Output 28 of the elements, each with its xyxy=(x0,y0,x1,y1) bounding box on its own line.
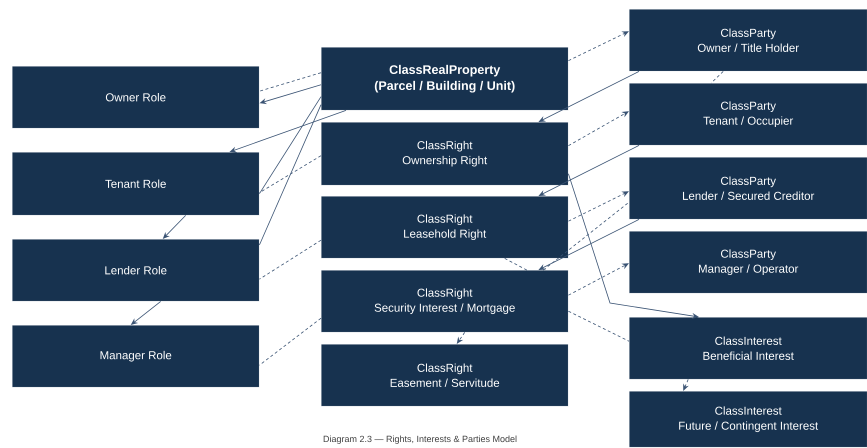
class-box: ClassRight Easement / Servitude xyxy=(321,344,568,406)
class-box: ClassRight Leasehold Right xyxy=(321,196,568,258)
dashed-connector xyxy=(259,240,322,280)
connector xyxy=(259,96,322,194)
class-box: ClassParty Owner / Title Holder xyxy=(629,9,867,72)
class-box: ClassRealProperty (Parcel / Building / Unit) xyxy=(321,47,568,110)
class-box: ClassRight Security Interest / Mortgage xyxy=(321,270,568,332)
dashed-connector xyxy=(504,258,528,270)
class-box: Manager Role xyxy=(12,325,260,388)
dashed-connector xyxy=(568,310,630,342)
class-box: ClassInterest Beneficial Interest xyxy=(629,317,867,380)
dashed-connector xyxy=(543,202,630,270)
class-box: ClassRight Ownership Right xyxy=(321,122,568,186)
dashed-connector xyxy=(259,72,322,92)
class-box: ClassParty Tenant / Occupier xyxy=(629,83,867,146)
class-box: Tenant Role xyxy=(12,152,260,216)
dashed-connector xyxy=(710,71,724,84)
dashed-arrow xyxy=(568,111,629,146)
dashed-arrow xyxy=(456,332,466,344)
connector xyxy=(259,104,322,246)
dashed-connector xyxy=(259,318,322,366)
dashed-connector xyxy=(259,155,322,194)
caption: Diagram 2.3 — Rights, Interests & Parties Model xyxy=(324,435,516,444)
class-box: ClassParty Manager / Operator xyxy=(629,231,867,294)
class-box: ClassParty Lender / Secured Creditor xyxy=(629,157,867,220)
class-box: Lender Role xyxy=(12,239,260,302)
class-box: Owner Role xyxy=(12,66,260,128)
class-box: ClassInterest Future / Contingent Interest xyxy=(629,391,867,448)
